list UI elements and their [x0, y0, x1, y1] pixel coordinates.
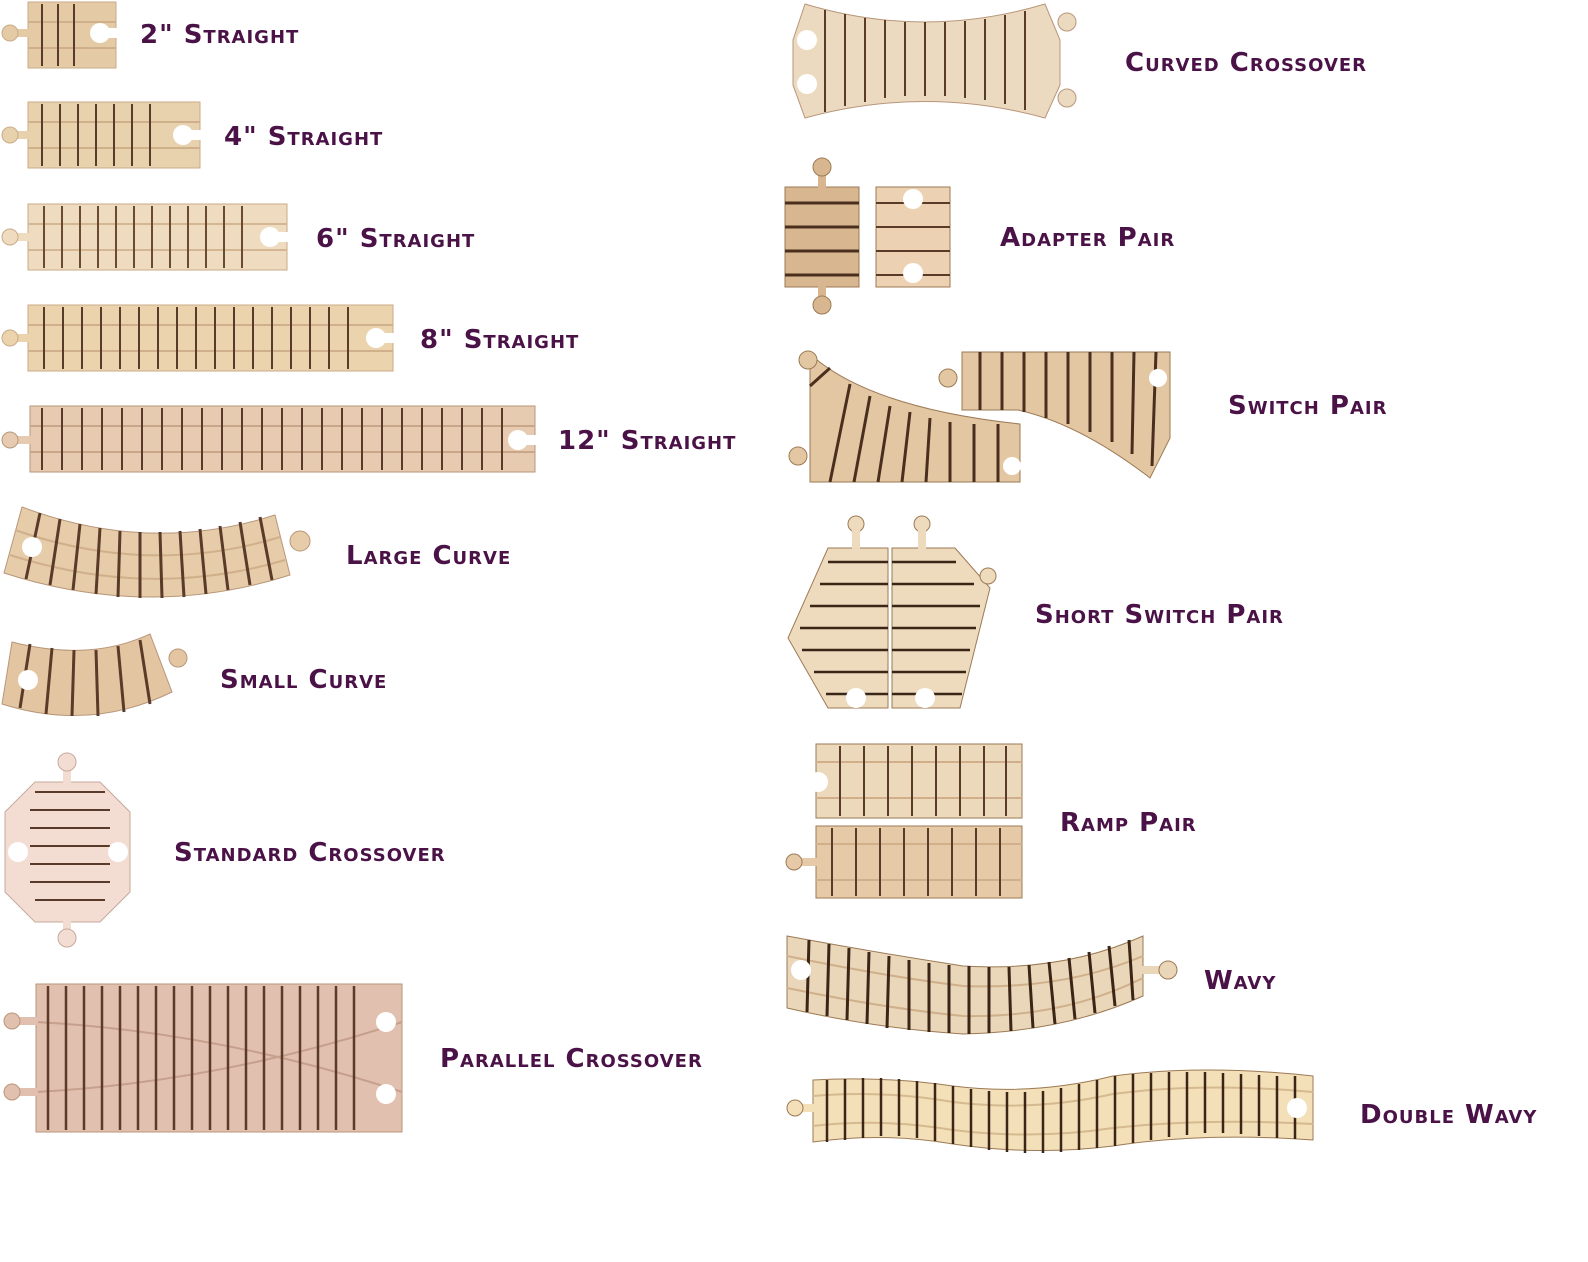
adapter-pair-track-image — [780, 155, 960, 320]
small-curve-svg — [1, 633, 188, 717]
straight-12-label: 12" Straight — [558, 426, 737, 456]
curved-crossover-track-image — [785, 0, 1085, 126]
standard-crossover-track-image — [0, 752, 140, 952]
adapter-pair-label: Adapter Pair — [1000, 223, 1176, 253]
straight-6-svg — [1, 203, 289, 271]
curved-crossover-label: Curved Crossover — [1125, 48, 1368, 78]
wavy-svg — [786, 935, 1178, 1035]
straight-8-track-image — [0, 303, 398, 375]
straight-8-label: 8" Straight — [420, 325, 580, 355]
small-curve-track-image — [0, 632, 195, 724]
parallel-crossover-track-image — [0, 982, 410, 1137]
double-wavy-label: Double Wavy — [1360, 1100, 1538, 1130]
switch-pair-svg — [788, 350, 1171, 483]
straight-2-svg — [1, 1, 118, 69]
large-curve-svg — [3, 506, 311, 599]
straight-6-label: 6" Straight — [316, 224, 476, 254]
straight-4-label: 4" Straight — [224, 122, 384, 152]
straight-2-track-image — [0, 0, 120, 72]
short-switch-pair-label: Short Switch Pair — [1035, 600, 1284, 630]
wavy-track-image — [783, 932, 1183, 1042]
straight-4-svg — [1, 101, 202, 169]
ramp-pair-track-image — [780, 740, 1030, 905]
wavy-label: Wavy — [1204, 966, 1277, 996]
switch-pair-label: Switch Pair — [1228, 391, 1388, 421]
small-curve-label: Small Curve — [220, 665, 388, 695]
parallel-crossover-label: Parallel Crossover — [440, 1044, 703, 1074]
straight-4-track-image — [0, 100, 205, 172]
standard-crossover-label: Standard Crossover — [174, 838, 446, 868]
adapter-pair-svg — [784, 157, 951, 315]
double-wavy-svg — [786, 1069, 1314, 1153]
straight-2-label: 2" Straight — [140, 20, 300, 50]
switch-pair-track-image — [780, 348, 1180, 488]
short-switch-pair-svg — [787, 515, 997, 709]
straight-8-svg — [1, 304, 395, 372]
straight-12-svg — [1, 405, 537, 473]
straight-6-track-image — [0, 202, 292, 274]
curved-crossover-svg — [792, 3, 1077, 119]
standard-crossover-svg — [4, 752, 131, 948]
short-switch-pair-track-image — [780, 515, 1005, 713]
large-curve-track-image — [0, 505, 320, 605]
straight-12-track-image — [0, 404, 540, 476]
ramp-pair-label: Ramp Pair — [1060, 808, 1197, 838]
parallel-crossover-svg — [3, 983, 403, 1133]
double-wavy-track-image — [783, 1069, 1323, 1162]
ramp-pair-svg — [785, 743, 1023, 899]
large-curve-label: Large Curve — [346, 541, 512, 571]
